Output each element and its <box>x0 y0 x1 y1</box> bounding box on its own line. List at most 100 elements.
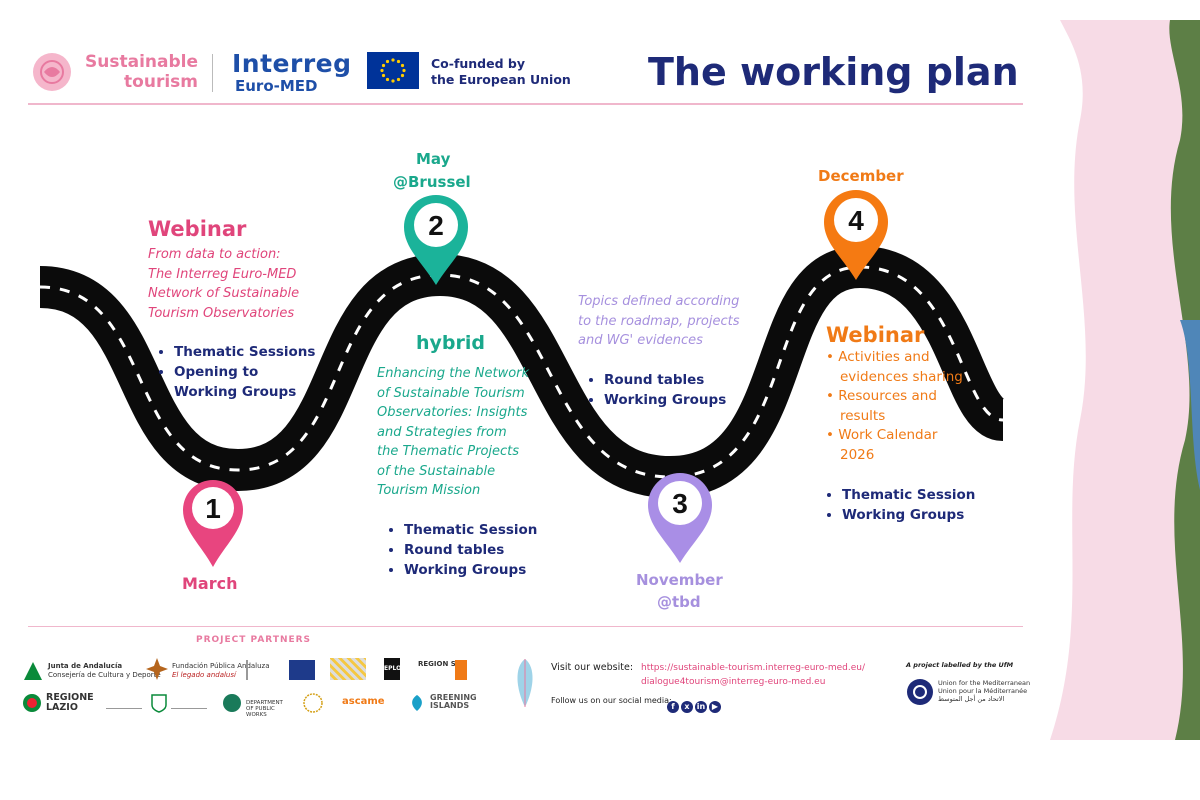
list-item: • Work Calendar <box>826 427 938 443</box>
milestone-3-desc-line: to the roadmap, projects <box>578 313 740 329</box>
sustainable-tourism-logo-icon <box>33 53 71 91</box>
pin-4-icon: 4 <box>824 190 888 280</box>
pin-3-number: 3 <box>672 488 688 519</box>
road-diagram: 1 2 3 4 <box>38 190 1008 567</box>
milestone-2-bullets: Thematic Session Round tables Working Gr… <box>386 520 537 580</box>
partner-logo-text: ISLANDS <box>430 701 470 710</box>
list-item: Round tables <box>404 540 537 560</box>
feather-logo-icon <box>517 659 533 707</box>
website-link[interactable]: https://sustainable-tourism.interreg-eur… <box>641 663 865 673</box>
footer-rule <box>28 626 1023 627</box>
partners-label: PROJECT PARTNERS <box>196 635 312 645</box>
partner-logo-placeholder <box>106 698 142 709</box>
milestone-2-desc-line: Tourism Mission <box>377 483 481 498</box>
milestone-2-label-line1: May <box>416 150 451 168</box>
header-rule <box>28 103 1023 105</box>
brand-line1: Sustainable <box>85 52 198 72</box>
greening-islands-logo-text: GREENING ISLANDS <box>430 694 477 710</box>
junta-andalucia-logo-icon <box>24 662 42 680</box>
list-item: Thematic Session <box>842 485 975 505</box>
list-item: Working Groups <box>604 390 726 410</box>
milestone-2-desc-line: of Sustainable Tourism <box>377 385 525 401</box>
list-item: • Activities and <box>826 349 930 365</box>
milestone-1-desc-line: From data to action: <box>148 247 281 262</box>
pin-1-icon: 1 <box>183 480 243 567</box>
list-item: Working Groups <box>174 384 297 400</box>
brand-line2: tourism <box>124 72 198 92</box>
milestone-3-bullets: Round tables Working Groups <box>586 370 726 410</box>
partner-logo-text: El legado andalusí <box>172 671 236 679</box>
partner-logo-text: Fundación Pública Andaluza <box>172 662 270 670</box>
list-item: results <box>840 407 886 424</box>
ufm-line2: Union pour la Méditerranée <box>938 687 1028 695</box>
list-item: 2026 <box>840 446 875 463</box>
list-item: Thematic Session <box>404 520 537 540</box>
milestone-2-desc-line: the Thematic Projects <box>377 444 520 459</box>
ascame-logo-text: ascame <box>342 696 385 707</box>
ufm-logo-icon <box>907 679 933 705</box>
eu-flag-icon <box>367 52 419 89</box>
list-item: Thematic Sessions <box>174 342 315 362</box>
list-item-text: Work Calendar <box>838 427 938 443</box>
milestone-2-desc-line: Observatories: Insights <box>377 405 528 420</box>
pin-1-number: 1 <box>205 493 221 524</box>
milestone-1-bullets: Thematic Sessions Opening to Working Gro… <box>156 342 315 402</box>
regione-lazio-logo-text: REGIONE LAZIO <box>46 693 94 713</box>
social-label: Follow us on our social media: <box>551 696 672 705</box>
milestone-4-activities: • Activities and evidences sharing • Res… <box>826 348 976 465</box>
milestone-1-desc-line: Network of Sustainable <box>148 286 300 301</box>
pin-4-number: 4 <box>848 205 864 236</box>
milestone-3-label-line1: November <box>636 571 723 589</box>
partner-logo-text: REGIONE <box>46 692 94 703</box>
cofund-line1: Co-funded by <box>431 56 526 71</box>
partner-seal-icon <box>303 693 323 713</box>
ufm-line1: Union for the Mediterranean <box>938 679 1031 687</box>
milestone-3-desc-line: Topics defined according <box>578 294 740 309</box>
list-item: Working Groups <box>842 505 975 525</box>
visit-label: Visit our website: <box>551 662 634 673</box>
partner-logo-text: GREENING <box>430 693 477 702</box>
pin-3-icon: 3 <box>648 473 712 563</box>
legado-andalusi-logo-icon <box>146 658 168 680</box>
eplo-logo-icon: EPLO <box>384 658 401 680</box>
milestone-1-heading: Webinar <box>148 217 247 241</box>
list-item: Opening to <box>174 362 315 382</box>
pin-2-number: 2 <box>428 210 444 241</box>
partner-logo-placeholder <box>246 660 284 680</box>
milestone-3-description: Topics defined according to the roadmap,… <box>578 292 740 351</box>
milestone-2-label-line2: @Brussel <box>393 173 471 191</box>
region-sud-logo-text: REGION SUD <box>418 660 468 668</box>
interreg-name: Interreg <box>232 49 352 78</box>
milestone-1-description: From data to action: The Interreg Euro-M… <box>148 245 299 323</box>
milestone-2-heading: hybrid <box>416 332 485 354</box>
cofund-line2: the European Union <box>431 72 571 87</box>
list-item: • Resources and <box>826 388 937 404</box>
milestone-1-desc-line: Tourism Observatories <box>148 305 295 321</box>
facebook-icon[interactable]: f <box>667 701 679 713</box>
partner-logo-placeholder <box>330 658 366 680</box>
x-icon[interactable]: x <box>681 701 693 713</box>
side-panel <box>1050 20 1200 740</box>
region-sud-logo-icon <box>455 660 467 680</box>
list-item-text: Resources and <box>838 388 937 404</box>
pin-2-icon: 2 <box>404 195 468 285</box>
milestone-2-desc-line: Enhancing the Network <box>377 366 530 381</box>
partner-logo-text: Consejería de Cultura y Deporte <box>48 671 161 679</box>
partner-crest-icon <box>151 694 167 713</box>
milestone-2-description: Enhancing the Network of Sustainable Tou… <box>377 364 529 501</box>
partner-logo-text: Junta de Andalucía <box>48 662 123 670</box>
milestone-4-heading: Webinar <box>826 323 925 347</box>
greening-islands-logo-icon <box>412 695 422 711</box>
partner-logo-text: LAZIO <box>46 702 78 713</box>
email-link[interactable]: dialogue4tourism@interreg-euro-med.eu <box>641 677 826 687</box>
cofund-text: Co-funded by the European Union <box>431 56 571 88</box>
milestone-1-label: March <box>182 574 238 593</box>
linkedin-icon[interactable]: in <box>695 701 707 713</box>
page-title: The working plan <box>648 50 1019 94</box>
youtube-icon[interactable]: ▶ <box>709 701 721 713</box>
milestone-4-bullets: Thematic Session Working Groups <box>824 485 975 525</box>
list-item: Round tables <box>604 370 726 390</box>
list-item: Working Groups <box>404 560 537 580</box>
ufm-line3: الاتحاد من أجل المتوسط <box>938 695 1005 703</box>
